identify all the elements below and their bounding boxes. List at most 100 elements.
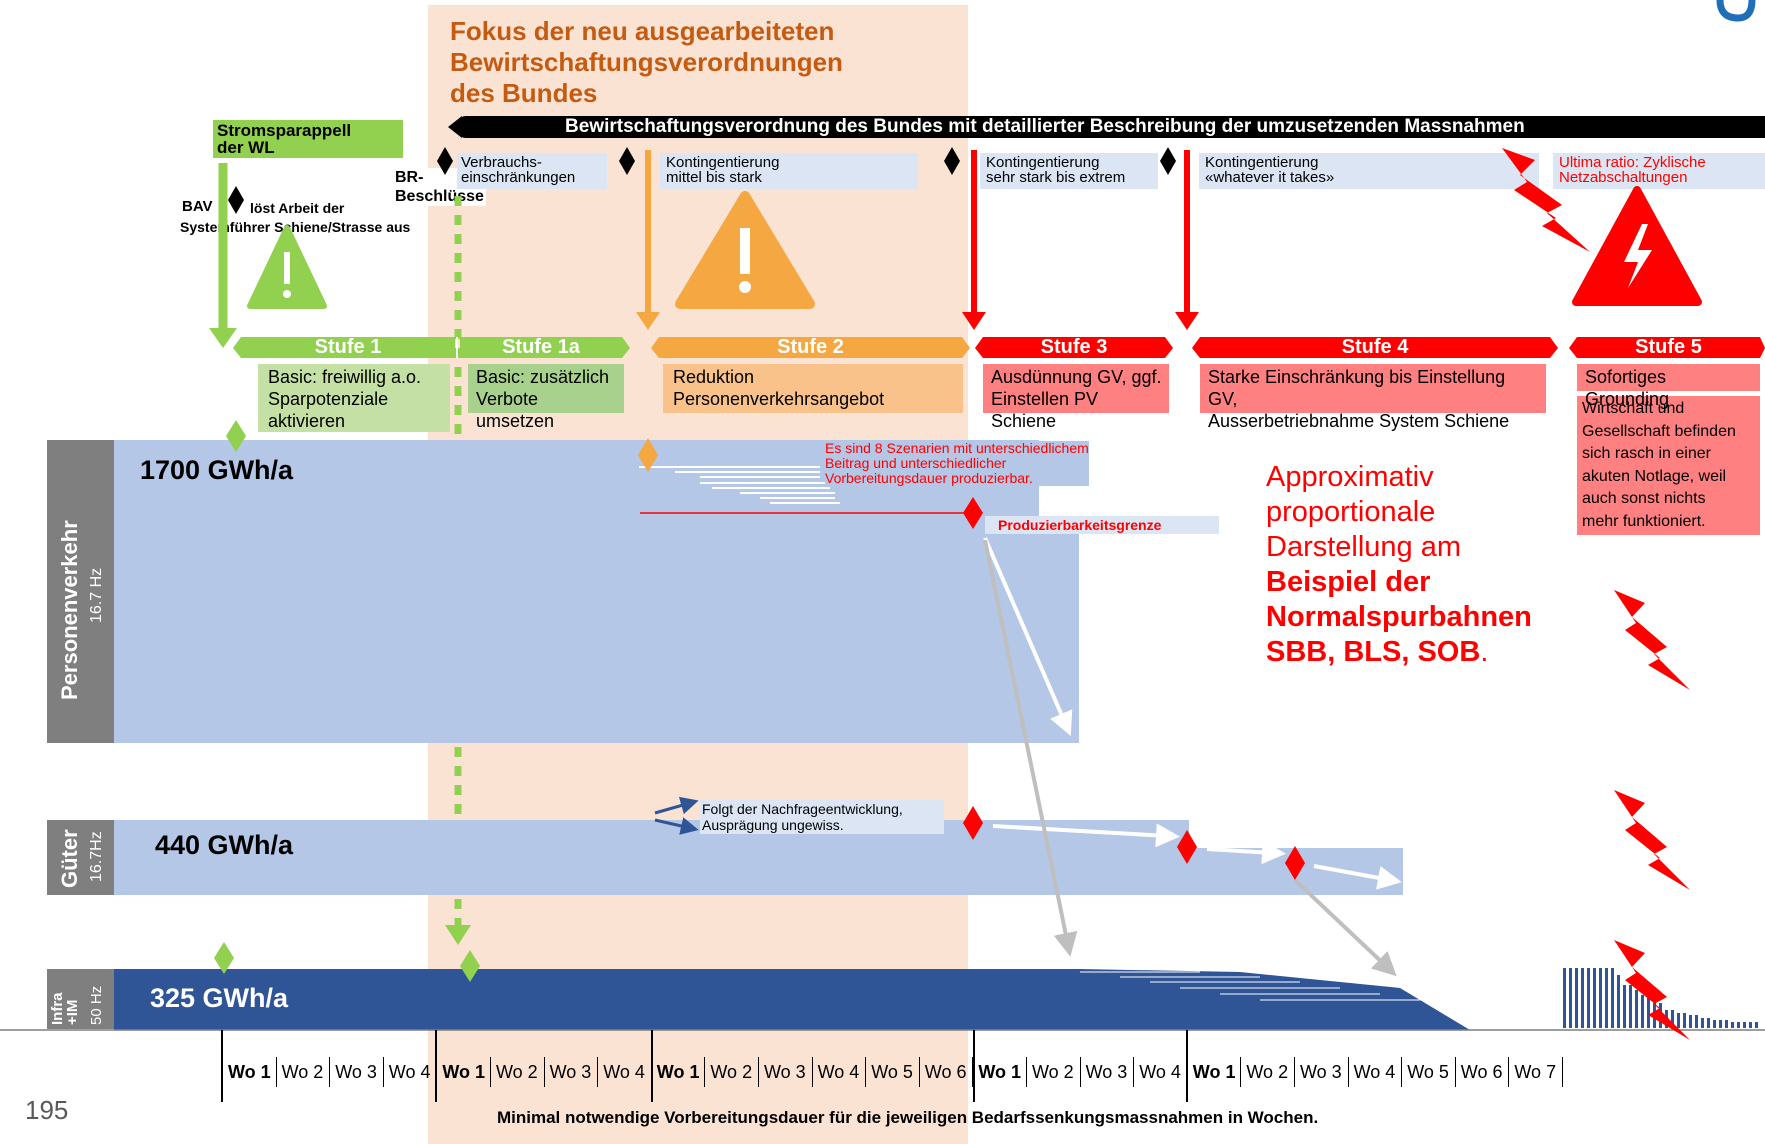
produzierbarkeitsgrenze-label: Produzierbarkeitsgrenze <box>998 517 1162 533</box>
stage-label-2: Stufe 2 <box>777 336 844 358</box>
gueter-bar <box>114 820 1189 895</box>
bav-text-2: Systemführer Schiene/Strasse aus <box>180 219 411 235</box>
stage-label-1: Stufe 1 <box>314 336 382 358</box>
week-tick: Wo 3 <box>329 1057 377 1087</box>
stage5-desc-bg <box>1577 364 1760 391</box>
week-tick: Wo 6 <box>918 1057 966 1087</box>
grey-arrow-gv-infra <box>1293 878 1397 977</box>
red-arrow-head-icon <box>1175 312 1199 330</box>
stage5-note: Wirtschaft und Gesellschaft befinden sic… <box>1582 400 1736 530</box>
week-tick: Wo 5 <box>1401 1057 1449 1087</box>
stage-bar-stufe3 <box>975 337 1173 358</box>
white-arrow-gv-2 <box>1206 840 1286 865</box>
week-tick: Wo 2 <box>1026 1057 1074 1087</box>
limit-diamond-icon <box>963 497 983 529</box>
value-infra: 325 GWh/a <box>150 983 289 1013</box>
week-tick: Wo 1 <box>972 1057 1021 1087</box>
week-tick: Wo 3 <box>1079 1057 1127 1087</box>
row-label-personenverkehr: Personenverkehr <box>57 520 82 700</box>
green-dashed-arrow-head-icon <box>445 925 471 945</box>
week-tick: Wo 2 <box>490 1057 538 1087</box>
stage5-note-bg <box>1577 396 1760 535</box>
produzierbarkeitsgrenze-bg <box>985 516 1219 534</box>
stage5-description: Sofortiges Grounding <box>1585 367 1670 409</box>
stage-label-5: Stufe 5 <box>1635 336 1702 358</box>
focus-title-line-1: Fokus der neu ausgearbeiteten <box>450 16 835 46</box>
gueter-diamond-2-icon <box>1177 830 1197 864</box>
row-freq-gueter: 16.7Hz <box>88 831 105 882</box>
week-tick: Wo 6 <box>1454 1057 1502 1087</box>
stage-bar-stufe5 <box>1569 337 1765 358</box>
stage-bar-stufe4 <box>1192 337 1558 358</box>
week-tick: Wo 3 <box>543 1057 591 1087</box>
row-label-gueter: Güter <box>57 829 82 888</box>
milestone-diamond-icon <box>228 186 244 214</box>
value-gueter: 440 GWh/a <box>155 830 294 860</box>
nachfrage-note: Folgt der Nachfrageentwicklung, Ausprägu… <box>700 800 944 834</box>
week-tick: Wo 1 <box>436 1057 485 1087</box>
logo-fragment-icon <box>1716 0 1756 22</box>
stage4-desc-bg <box>1200 364 1546 413</box>
week-tick: Wo 4 <box>811 1057 859 1087</box>
measure-label-kontingent-whatever: Kontingentierung «whatever it takes» <box>1199 153 1539 189</box>
stage3-desc-bg <box>983 364 1169 413</box>
row-freq-infra: 50 Hz <box>88 985 105 1025</box>
milestone-diamond-icon <box>437 147 453 175</box>
week-tick: Wo 4 <box>1347 1057 1395 1087</box>
high-voltage-triangle-icon <box>1572 186 1702 306</box>
bav-text: löst Arbeit der <box>250 200 345 216</box>
stage-label-4: Stufe 4 <box>1341 336 1409 358</box>
stage3-description: Ausdünnung GV, ggf. Einstellen PV Schien… <box>991 367 1162 431</box>
week-tick: Wo 2 <box>275 1057 323 1087</box>
orange-arrow-head-icon <box>636 312 660 330</box>
measure-label-kontingent-mittel: Kontingentierung mittel bis stark <box>660 153 918 189</box>
week-tick: Wo 7 <box>1508 1057 1556 1087</box>
gueter-diamond-1-icon <box>963 806 983 840</box>
focus-title-line-3: des Bundes <box>450 78 598 108</box>
row-label-infra: Infra +IM <box>49 992 81 1025</box>
row-label-bg-infra <box>47 969 114 1029</box>
stage4-description: Starke Einschränkung bis Einstellung GV,… <box>1208 367 1510 431</box>
bav-label: BAV <box>182 198 213 215</box>
milestone-diamond-icon <box>1160 147 1176 175</box>
infra-bar <box>114 969 1470 1030</box>
regulation-banner: Bewirtschaftungsverordnung des Bundes mi… <box>455 116 1765 138</box>
week-tick: Wo 4 <box>1133 1057 1181 1087</box>
stage2-diamond-icon <box>638 438 658 472</box>
stage-label-3: Stufe 3 <box>1040 336 1108 358</box>
stage1a-description: Basic: zusätzlich Verbote umsetzen <box>476 367 610 431</box>
white-arrow-gv-3 <box>1313 864 1402 890</box>
page-number: 195 <box>25 1095 69 1125</box>
stage1a-desc-bg <box>468 364 624 413</box>
warning-triangle-orange-icon <box>675 191 815 309</box>
stage-bar-stufe1 <box>233 337 455 358</box>
milestone-diamond-icon <box>619 147 635 175</box>
week-tick: Wo 2 <box>1240 1057 1288 1087</box>
week-tick: Wo 1 <box>222 1057 271 1087</box>
scenario-note: Es sind 8 Szenarien mit unterschiedliche… <box>825 440 1089 486</box>
measure-label-verbrauch: Verbrauchs- einschränkungen <box>457 153 607 189</box>
stage-label-1a: Stufe 1a <box>502 336 580 358</box>
red-arrow-head-icon <box>962 312 986 330</box>
week-tick: Wo 2 <box>704 1057 752 1087</box>
grey-arrow-pv-infra <box>983 539 1078 957</box>
week-tick: Wo 4 <box>597 1057 645 1087</box>
stromsparappell-label: Stromsparappell der WL <box>213 120 403 158</box>
measure-label-kontingent-stark: Kontingentierung sehr stark bis extrem <box>980 153 1158 189</box>
week-tick-end <box>1562 1057 1568 1087</box>
milestone-diamond-icon <box>944 147 960 175</box>
navy-arrow-1 <box>654 796 699 815</box>
row-freq-personenverkehr: 16.7 Hz <box>88 567 105 623</box>
stage-bar-stufe1a <box>460 337 630 358</box>
white-arrow-pv <box>983 537 1073 737</box>
focus-title: Fokus der neu ausgearbeiteten Bewirtscha… <box>450 16 920 109</box>
value-personenverkehr: 1700 GWh/a <box>140 455 294 485</box>
stage-bar-stufe2 <box>651 337 970 358</box>
approx-note: Approximativ proportionale Darstellung a… <box>1266 461 1532 668</box>
week-tick: Wo 3 <box>758 1057 806 1087</box>
navy-arrow-2 <box>654 817 699 835</box>
week-tick: Wo 5 <box>865 1057 913 1087</box>
week-tick: Wo 4 <box>382 1057 430 1087</box>
gueter-diamond-3-icon <box>1285 846 1305 880</box>
